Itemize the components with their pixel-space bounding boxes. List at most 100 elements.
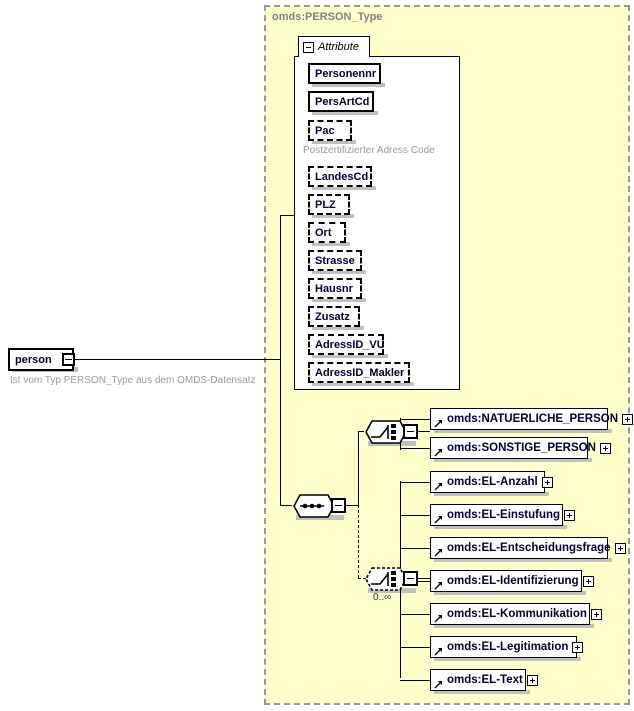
element-box-shadow — [434, 429, 612, 433]
compositor-sequence[interactable] — [292, 493, 348, 519]
element-expand-icon[interactable] — [572, 641, 584, 653]
element-expand-icon[interactable] — [590, 608, 602, 620]
attribute-personennr[interactable]: Personennr — [308, 63, 381, 84]
connector-bus-to-element — [400, 614, 430, 615]
attribute-box-shadow — [312, 140, 356, 144]
element-ref-el-entscheidungsfrage[interactable]: omds:EL-Entscheidungsfrage — [430, 537, 626, 559]
attribute-adressid-vu[interactable]: AdressID_VU — [308, 334, 385, 355]
element-expand-icon[interactable] — [614, 542, 626, 554]
element-reference-arrow-icon — [434, 570, 443, 592]
attribute-label: AdressID_VU — [315, 338, 385, 351]
attribute-label: Hausnr — [315, 282, 353, 295]
element-person[interactable]: person — [8, 348, 74, 371]
connector-bus-to-element — [400, 548, 430, 549]
connector-choice-person-out — [418, 431, 430, 432]
element-expand-icon[interactable] — [541, 476, 553, 488]
attribute-label: Ort — [315, 226, 332, 239]
connector-bus-to-element — [400, 448, 430, 449]
element-ref-el-kommunikation[interactable]: omds:EL-Kommunikation — [430, 603, 602, 625]
attribute-zusatz[interactable]: Zusatz — [308, 306, 360, 327]
attribute-box-shadow — [312, 214, 354, 218]
attribute-label: Pac — [315, 124, 335, 137]
element-reference-arrow-icon — [434, 669, 443, 691]
element-ref-el-einstufung[interactable]: omds:EL-Einstufung — [430, 504, 576, 526]
element-box-shadow — [434, 492, 549, 496]
attribute-box-shadow — [312, 186, 376, 190]
sequence-collapse-icon[interactable] — [331, 498, 346, 513]
element-label: omds:NATUERLICHE_PERSON — [447, 413, 619, 425]
attribute-label: LandesCd — [315, 170, 369, 183]
attribute-label: Personennr — [315, 67, 377, 80]
element-box-shadow — [434, 525, 567, 529]
element-label: omds:EL-Legitimation — [447, 641, 569, 653]
connector-bus-to-element — [400, 680, 430, 681]
connector-choice-el-out — [418, 578, 430, 579]
connector-person-trunk — [75, 359, 280, 360]
element-label: omds:EL-Entscheidungsfrage — [447, 542, 611, 554]
element-reference-arrow-icon — [434, 537, 443, 559]
connector-bus-to-element — [400, 515, 430, 516]
attribute-pac[interactable]: Pac — [308, 120, 352, 141]
attribute-panel-tab[interactable]: Attribute — [298, 36, 370, 57]
element-expand-icon[interactable] — [582, 575, 594, 587]
attribute-annotation: Postzertifizierter Adress Code — [303, 145, 435, 156]
element-label: omds:EL-Identifizierung — [447, 575, 579, 587]
attribute-panel-tab-label: Attribute — [318, 41, 359, 53]
type-container-title: omds:PERSON_Type — [272, 11, 383, 23]
element-reference-arrow-icon — [434, 437, 443, 459]
attribute-box-shadow — [312, 111, 378, 115]
attribute-label: AdressID_Makler — [315, 366, 405, 379]
connector-to-choice-person — [358, 431, 364, 432]
element-ref-el-identifizierung[interactable]: omds:EL-Identifizierung — [430, 570, 594, 592]
element-person-label: person — [15, 353, 52, 366]
element-expand-icon[interactable] — [622, 413, 634, 425]
attribute-label: PersArtCd — [315, 95, 370, 108]
attribute-box-shadow — [312, 326, 364, 330]
element-ref-el-text[interactable]: omds:EL-Text — [430, 669, 538, 691]
connector-sequence-down-dashed — [358, 505, 359, 578]
attribute-panel-collapse-icon[interactable] — [303, 41, 314, 53]
element-reference-arrow-icon — [434, 636, 443, 658]
attribute-adressid-makler[interactable]: AdressID_Makler — [308, 362, 410, 383]
attribute-label: PLZ — [315, 198, 336, 211]
element-expand-icon[interactable] — [526, 674, 538, 686]
element-reference-arrow-icon — [434, 471, 443, 493]
attribute-box-shadow — [312, 83, 385, 87]
element-ref-el-anzahl[interactable]: omds:EL-Anzahl — [430, 471, 553, 493]
attribute-label: Strasse — [315, 254, 355, 267]
attribute-plz[interactable]: PLZ — [308, 194, 350, 215]
element-expand-icon[interactable] — [564, 509, 576, 521]
element-ref-natuerliche-person[interactable]: omds:NATUERLICHE_PERSON — [430, 408, 634, 430]
compositor-choice-el[interactable] — [364, 566, 420, 592]
element-box-shadow — [434, 657, 581, 661]
connector-sequence-branch — [346, 505, 358, 506]
attribute-box-shadow — [312, 298, 366, 302]
element-ref-el-legitimation[interactable]: omds:EL-Legitimation — [430, 636, 584, 658]
connector-to-choice-el-dashed — [358, 578, 366, 579]
element-box-shadow — [434, 558, 612, 562]
connector-bus-to-element — [400, 647, 430, 648]
person-collapse-icon[interactable] — [62, 353, 75, 366]
element-reference-arrow-icon — [434, 504, 443, 526]
choice-el-collapse-icon[interactable] — [403, 571, 418, 586]
element-label: omds:EL-Kommunikation — [447, 608, 587, 620]
attribute-strasse[interactable]: Strasse — [308, 250, 362, 271]
element-expand-icon[interactable] — [599, 442, 611, 454]
element-ref-sonstige-person[interactable]: omds:SONSTIGE_PERSON — [430, 437, 611, 459]
choice-person-collapse-icon[interactable] — [403, 424, 418, 439]
attribute-landescd[interactable]: LandesCd — [308, 166, 372, 187]
element-label: omds:EL-Einstufung — [447, 509, 561, 521]
connector-sequence-up — [358, 431, 359, 506]
connector-trunk-sequence — [280, 505, 292, 506]
attribute-hausnr[interactable]: Hausnr — [308, 278, 362, 299]
attribute-box-shadow — [312, 270, 366, 274]
attribute-persartcd[interactable]: PersArtCd — [308, 91, 374, 112]
element-box-shadow — [434, 591, 586, 595]
attribute-box-shadow — [312, 382, 414, 386]
connector-trunk-attribute-panel — [280, 215, 294, 216]
compositor-choice-person[interactable] — [364, 419, 420, 445]
attribute-box-shadow — [312, 354, 388, 358]
trunk-vertical — [280, 215, 281, 505]
attribute-ort[interactable]: Ort — [308, 222, 346, 243]
